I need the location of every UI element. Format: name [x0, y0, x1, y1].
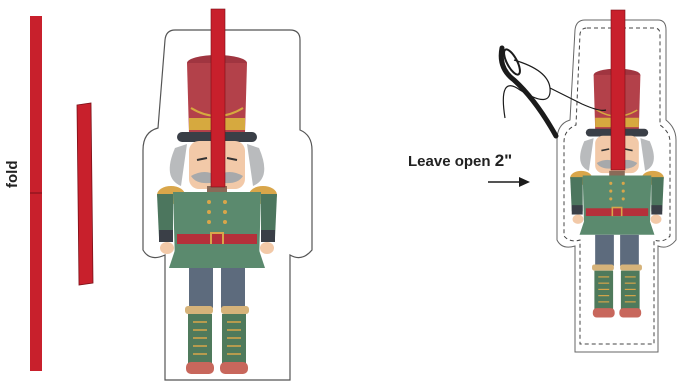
- leave-open-size: 2": [495, 151, 513, 170]
- leave-open-label: Leave open 2": [408, 151, 512, 171]
- leave-open-text: Leave open: [408, 153, 491, 170]
- nutcracker-cutout: [143, 30, 312, 380]
- fold-label: fold: [4, 161, 21, 189]
- ribbon-short: [77, 103, 93, 285]
- arrow-right-icon: [488, 177, 530, 187]
- ribbon-loop-right: [611, 10, 625, 170]
- ribbon-loop-middle: [211, 9, 225, 187]
